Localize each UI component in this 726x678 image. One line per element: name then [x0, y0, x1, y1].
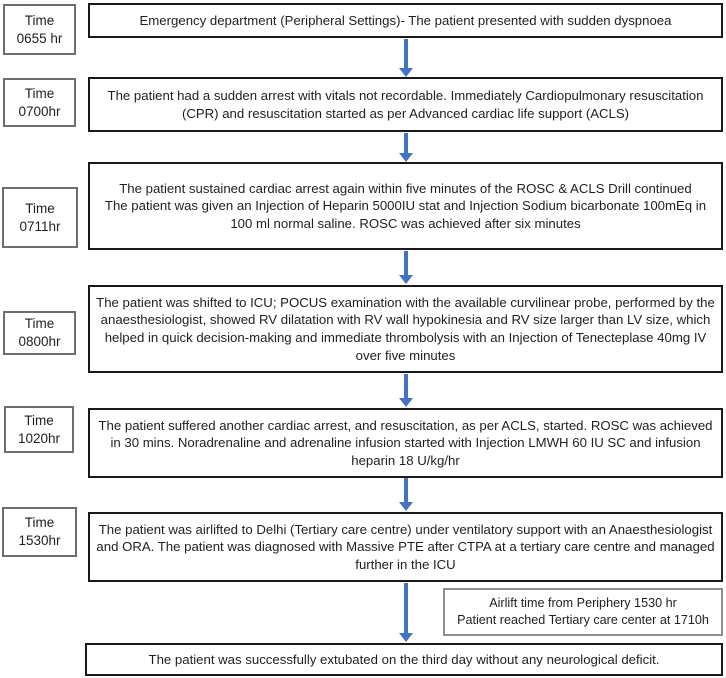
down-arrow-icon — [399, 133, 413, 162]
time-box-0700: Time 0700hr — [3, 78, 76, 127]
time-label: Time — [25, 200, 55, 216]
event-box-icu-pocus-thrombolysis: The patient was shifted to ICU; POCUS ex… — [88, 285, 723, 373]
event-text: The patient suffered another cardiac arr… — [98, 417, 713, 468]
time-box-0655: Time 0655 hr — [3, 4, 76, 55]
outcome-box: The patient was successfully extubated o… — [85, 643, 723, 676]
down-arrow-icon — [399, 39, 413, 77]
time-label: Time — [24, 316, 55, 331]
event-box-another-arrest-infusions: The patient suffered another cardiac arr… — [88, 408, 723, 478]
time-value: 0655 hr — [16, 30, 63, 46]
arrow-shaft — [404, 133, 408, 154]
annotation-line: Patient reached Tertiary care center at … — [457, 613, 709, 627]
arrow-head — [399, 398, 413, 407]
event-text: The patient sustained cardiac arrest aga… — [119, 180, 692, 196]
annotation-line: Airlift time from Periphery 1530 hr — [489, 596, 677, 610]
time-value: 0800hr — [18, 334, 61, 349]
event-text: The patient was airlifted to Delhi (Tert… — [96, 521, 715, 572]
time-box-1020: Time 1020hr — [4, 406, 74, 453]
time-box-0711: Time 0711hr — [2, 187, 78, 248]
time-value: 0700hr — [18, 103, 61, 119]
time-label: Time — [24, 412, 54, 428]
time-label: Time — [24, 12, 55, 28]
event-box-emergency-presentation: Emergency department (Peripheral Setting… — [88, 3, 723, 38]
time-label: Time — [24, 85, 55, 101]
time-label: Time — [24, 515, 55, 530]
event-box-airlift-delhi: The patient was airlifted to Delhi (Tert… — [88, 512, 723, 582]
arrow-shaft — [404, 374, 408, 399]
arrow-head — [399, 502, 413, 511]
airlift-annotation-box: Airlift time from Periphery 1530 hr Pati… — [443, 588, 723, 636]
time-box-1530: Time 1530hr — [2, 507, 77, 557]
arrow-shaft — [404, 39, 408, 69]
event-text: The patient was shifted to ICU; POCUS ex… — [96, 294, 715, 363]
event-text: The patient was given an Injection of He… — [104, 198, 707, 231]
time-value: 1020hr — [17, 430, 61, 446]
arrow-head — [399, 68, 413, 77]
time-value: 1530hr — [18, 533, 61, 548]
arrow-shaft — [404, 251, 408, 276]
outcome-text: The patient was successfully extubated o… — [148, 652, 660, 667]
arrow-head — [399, 153, 413, 162]
event-box-second-arrest-heparin: The patient sustained cardiac arrest aga… — [88, 162, 723, 250]
event-text: Emergency department (Peripheral Setting… — [139, 12, 672, 28]
arrow-shaft — [404, 583, 408, 634]
arrow-head — [399, 633, 413, 642]
down-arrow-icon — [399, 374, 413, 407]
time-value: 0711hr — [19, 218, 61, 234]
event-box-sudden-arrest-cpr: The patient had a sudden arrest with vit… — [88, 77, 723, 132]
down-arrow-icon — [399, 251, 413, 284]
down-arrow-icon — [399, 478, 413, 511]
arrow-shaft — [404, 478, 408, 503]
arrow-head — [399, 275, 413, 284]
event-text: The patient had a sudden arrest with vit… — [107, 87, 704, 121]
time-box-0800: Time 0800hr — [3, 311, 76, 355]
down-arrow-icon — [399, 583, 413, 642]
